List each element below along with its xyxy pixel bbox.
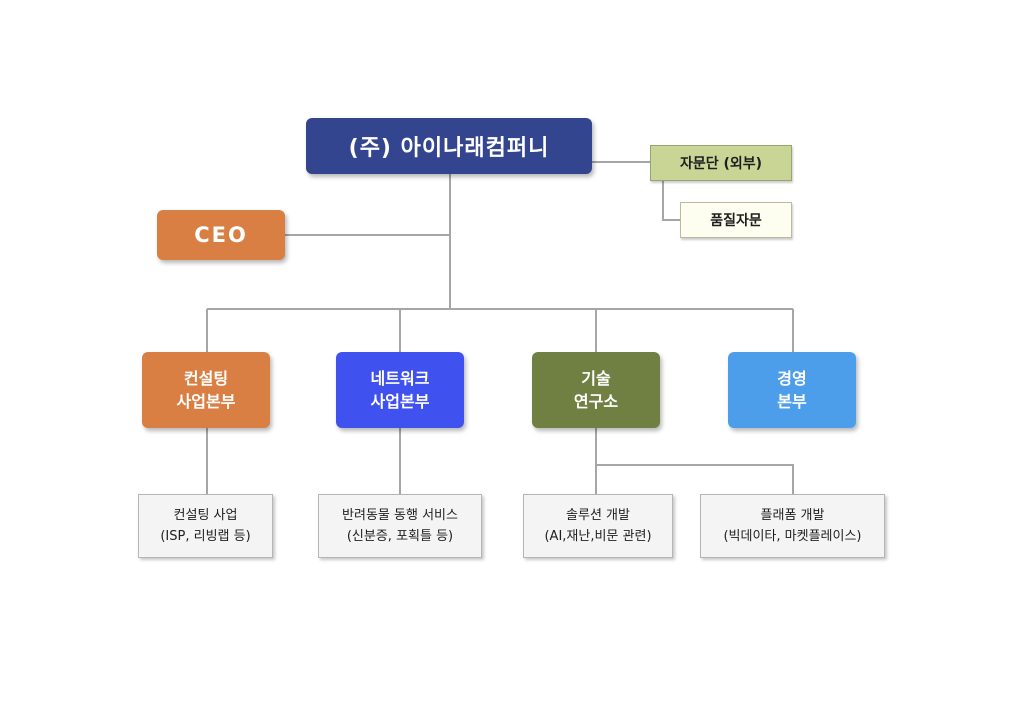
subunit-detail: (AI,재난,비문 관련) bbox=[544, 529, 652, 544]
division-network: 네트워크 사업본부 bbox=[336, 352, 464, 428]
ceo-label: CEO bbox=[194, 223, 248, 247]
ceo-box: CEO bbox=[157, 210, 285, 260]
subunit-title: 컨설팅 사업 bbox=[173, 508, 238, 523]
subunit-pet-service: 반려동물 동행 서비스 (신분증, 포획틀 등) bbox=[318, 494, 482, 558]
company-box: (주) 아이나래컴퍼니 bbox=[306, 118, 592, 174]
division-label-line2: 본부 bbox=[777, 392, 807, 411]
division-label-line2: 연구소 bbox=[573, 392, 619, 411]
advisory-label: 자문단 (외부) bbox=[679, 156, 763, 172]
subunit-title: 플래폼 개발 bbox=[760, 508, 825, 523]
subunit-detail: (ISP, 리빙랩 등) bbox=[160, 529, 251, 544]
sub-line bbox=[596, 464, 794, 494]
company-label: (주) 아이나래컴퍼니 bbox=[348, 136, 550, 161]
division-label-line1: 경영 bbox=[777, 369, 807, 388]
subunit-detail: (빅데이타, 마켓플레이스) bbox=[723, 529, 862, 544]
advisory-box: 자문단 (외부) bbox=[650, 145, 792, 181]
quality-advisory-label: 품질자문 bbox=[710, 213, 762, 229]
subunit-platform-dev: 플래폼 개발 (빅데이타, 마켓플레이스) bbox=[700, 494, 885, 558]
division-label-line2: 사업본부 bbox=[370, 392, 430, 411]
division-management: 경영 본부 bbox=[728, 352, 856, 428]
division-consulting: 컨설팅 사업본부 bbox=[142, 352, 270, 428]
division-label-line1: 기술 bbox=[581, 369, 611, 388]
division-tech-lab: 기술 연구소 bbox=[532, 352, 660, 428]
division-label-line1: 네트워크 bbox=[370, 369, 430, 388]
division-label-line1: 컨설팅 bbox=[183, 369, 229, 388]
subunit-solution-dev: 솔루션 개발 (AI,재난,비문 관련) bbox=[523, 494, 673, 558]
subunit-title: 반려동물 동행 서비스 bbox=[342, 508, 458, 523]
subunit-detail: (신분증, 포획틀 등) bbox=[346, 529, 454, 544]
subunit-title: 솔루션 개발 bbox=[566, 508, 630, 523]
quality-advisory-box: 품질자문 bbox=[680, 202, 792, 238]
division-label-line2: 사업본부 bbox=[176, 392, 236, 411]
quality-line bbox=[662, 181, 680, 221]
subunit-consulting-business: 컨설팅 사업 (ISP, 리빙랩 등) bbox=[138, 494, 273, 558]
